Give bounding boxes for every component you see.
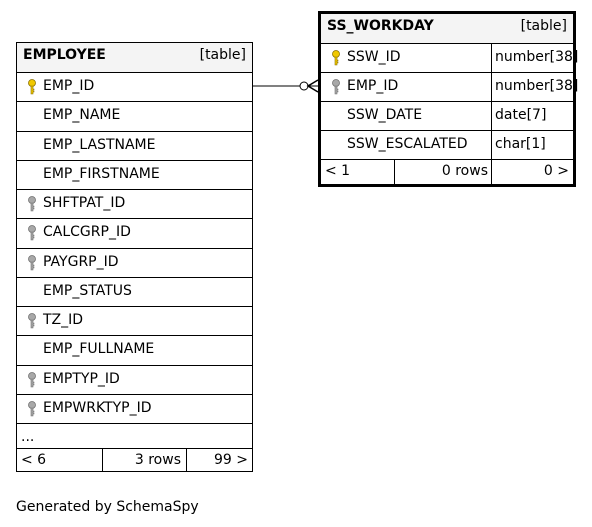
employee-column-row: TZ_ID [17,306,252,335]
foreign-key-icon [27,225,37,241]
ss-workday-column-type: char[1] [495,136,546,152]
ss-workday-column-type: date[7] [495,107,547,123]
employee-footer: < 6 3 rows 99 > [17,448,252,472]
employee-column-name: EMP_FULLNAME [43,341,155,358]
employee-column-name: EMPTYP_ID [43,370,120,387]
ss-workday-children-count: < 1 [325,163,351,179]
foreign-key-icon [27,371,37,388]
foreign-key-icon [27,196,37,212]
ss-workday-parents-count: 0 > [543,163,569,179]
employee-more-indicator: ... [21,429,35,445]
employee-column-row: CALCGRP_ID [17,218,252,247]
ss-workday-table-kind: [table] [520,18,567,34]
ss-workday-column-name: SSW_ESCALATED [347,136,468,152]
employee-table-name: EMPLOYEE [23,47,106,63]
employee-table: EMPLOYEE [table] EMP_ID EMP_NAME EMP_LASTN… [16,42,253,472]
employee-column-name: EMP_FIRSTNAME [43,165,160,182]
ss-workday-column-row: EMP_ID number[38] [321,72,578,101]
employee-column-row: EMPTYP_ID [17,365,252,394]
employee-column-name: CALCGRP_ID [43,224,131,241]
employee-parents-count: 99 > [214,452,248,468]
ss-workday-table-name: SS_WORKDAY [327,18,434,34]
generated-by-label: Generated by SchemaSpy [16,499,199,515]
ss-workday-column-row: SSW_ID number[38] [321,43,578,72]
employee-table-header: EMPLOYEE [table] [17,43,252,72]
foreign-key-icon [27,254,37,271]
employee-column-row: EMP_FULLNAME [17,335,252,364]
ss-workday-footer: < 1 0 rows 0 > [321,159,573,184]
employee-column-name: EMP_ID [43,78,95,94]
ss-workday-column-type: number[38] [495,78,579,94]
employee-children-count: < 6 [21,452,47,468]
employee-column-name: EMP_LASTNAME [43,136,156,153]
employee-column-name: TZ_ID [43,312,84,328]
employee-column-name: EMPWRKTYP_ID [43,399,152,416]
foreign-key-icon [331,79,341,95]
employee-column-row: PAYGRP_ID [17,248,252,277]
employee-column-row: SHFTPAT_ID [17,189,252,218]
ss-workday-column-row: SSW_ESCALATED char[1] [321,130,573,159]
employee-column-row: EMP_NAME [17,101,252,130]
foreign-key-icon [27,313,37,329]
employee-column-name: SHFTPAT_ID [43,195,126,211]
employee-column-name: EMP_STATUS [43,282,132,299]
employee-column-name: EMP_NAME [43,107,121,124]
employee-column-row: EMP_LASTNAME [17,131,252,160]
employee-column-row: EMP_STATUS [17,277,252,306]
ss-workday-column-name: SSW_ID [347,49,401,65]
employee-column-row: EMPWRKTYP_ID [17,394,252,423]
employee-column-row: EMP_FIRSTNAME [17,160,252,189]
relationship-zero-marker [299,81,309,91]
primary-key-icon [27,79,37,95]
foreign-key-icon [27,400,37,417]
ss-workday-table-header: SS_WORKDAY [table] [321,14,573,43]
employee-row-count: 3 rows [134,452,181,468]
employee-column-row: EMP_ID [17,72,252,101]
ss-workday-row-count: 0 rows [441,163,488,179]
ss-workday-column-row: SSW_DATE date[7] [321,101,573,130]
ss-workday-column-name: EMP_ID [347,78,399,94]
employee-table-kind: [table] [199,47,246,63]
employee-column-name: PAYGRP_ID [43,253,119,270]
relationship-crowfoot-marker [306,79,319,93]
ss-workday-column-type: number[38] [495,49,579,65]
employee-more-row: ... [17,423,252,452]
ss-workday-column-name: SSW_DATE [347,107,423,123]
primary-key-icon [331,50,341,66]
